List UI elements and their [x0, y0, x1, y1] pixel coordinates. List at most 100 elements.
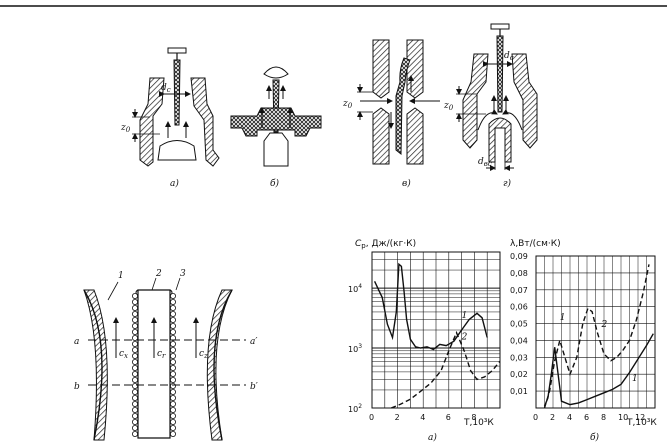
- chart-lambda-ytick: 0,08: [510, 269, 528, 278]
- chart-cp-xtick: 6: [446, 413, 451, 422]
- chart-lambda-ytick: 0,07: [510, 286, 528, 295]
- bubble: [169, 418, 176, 425]
- panel-g-nozzle: [456, 23, 538, 171]
- bubble: [169, 340, 176, 347]
- bubble: [169, 412, 176, 419]
- panel-g-d-label: dc: [504, 51, 514, 62]
- line-a2-label: a′: [250, 337, 257, 347]
- bubble: [131, 388, 138, 395]
- bubble: [169, 424, 176, 431]
- panel-g-z0-label: z0: [443, 101, 454, 112]
- chart-lambda-xlabel: T,10³К: [626, 418, 657, 428]
- chart-lambda-caption: б): [590, 432, 599, 443]
- panel-a-d-label: dc: [161, 83, 171, 94]
- bubble: [131, 352, 138, 359]
- bubble: [131, 310, 138, 317]
- chart-cp-xlabel: T,10³К: [463, 418, 494, 428]
- chart-lambda-series-label: 1: [632, 374, 638, 384]
- bubble: [131, 394, 138, 401]
- panel-v-electrodes: [357, 39, 440, 165]
- chart-lambda-ytick: 0,02: [510, 370, 528, 379]
- panel-b-nozzle: [230, 66, 322, 167]
- bubble-column-left: [131, 292, 138, 437]
- chart-lambda-xtick: 0: [533, 413, 538, 422]
- bubble: [131, 316, 138, 323]
- chart-lambda-ytick: 0,06: [510, 303, 528, 312]
- panel-a-z0-label: z0: [120, 123, 131, 134]
- bubble: [131, 400, 138, 407]
- chart-lambda-xtick: 12: [635, 413, 645, 422]
- bubble: [131, 418, 138, 425]
- chart-lambda-series-2: [543, 264, 650, 409]
- chart-lambda-ytick: 0,05: [510, 320, 528, 329]
- bubble: [169, 334, 176, 341]
- chart-cp-ytick: 102: [348, 403, 362, 414]
- bubble: [169, 328, 176, 335]
- bubble: [131, 376, 138, 383]
- bubble: [131, 304, 138, 311]
- bubble: [131, 406, 138, 413]
- panel-v-z0-label: z0: [342, 99, 353, 110]
- bubble: [169, 346, 176, 353]
- bubble: [169, 406, 176, 413]
- bubble: [131, 424, 138, 431]
- chart-cp-ytick: 103: [348, 343, 362, 354]
- cx-label: cx: [119, 349, 128, 360]
- bubble: [131, 340, 138, 347]
- bubble: [169, 304, 176, 311]
- bubble: [131, 412, 138, 419]
- chart-lambda-ytick: 0,09: [510, 252, 528, 261]
- panel-b-caption: б): [270, 178, 279, 189]
- arc-label-1: 1: [118, 271, 124, 281]
- arc-label-3: 3: [180, 269, 186, 279]
- bubble: [169, 298, 176, 305]
- chart-lambda-series-label: 2: [600, 320, 607, 330]
- bubble: [169, 352, 176, 359]
- panel-a-caption: а): [170, 178, 179, 189]
- bubble: [169, 292, 176, 299]
- chart-cp-series-2: [390, 330, 501, 409]
- line-b2-label: b′: [250, 382, 258, 392]
- arc-label-2: 2: [155, 269, 162, 279]
- bubble: [169, 382, 176, 389]
- cr-label: cr: [157, 349, 166, 360]
- line-b-label: b: [74, 382, 80, 392]
- chart-lambda-xtick: 6: [584, 413, 589, 422]
- chart-lambda-xtick: 8: [601, 413, 606, 422]
- chart-lambda-series-1: [543, 333, 654, 407]
- chart-lambda-ytick: 0,04: [510, 336, 528, 345]
- chart-cp-xtick: 2: [395, 413, 400, 422]
- chart-cp-series-label: 2: [461, 332, 468, 342]
- bubble: [131, 328, 138, 335]
- bubble: [169, 364, 176, 371]
- arc-column-diagram: [83, 277, 246, 441]
- chart-cp-xtick: 0: [369, 413, 374, 422]
- bubble: [131, 346, 138, 353]
- bubble: [169, 376, 176, 383]
- chart-lambda-xtick: 10: [618, 413, 628, 422]
- bubble: [131, 370, 138, 377]
- panel-g-caption: г): [503, 178, 512, 189]
- chart-cp-ytick: 104: [348, 283, 362, 294]
- chart-lambda-xtick: 4: [567, 413, 572, 422]
- chart-cp-series-label: 1: [462, 311, 468, 321]
- chart-cp-ylabel: Cp, Дж/(кг·К): [355, 239, 416, 250]
- bubble: [131, 322, 138, 329]
- bubble-column-right: [169, 292, 176, 437]
- bubble: [131, 334, 138, 341]
- bubble: [169, 430, 176, 437]
- bubble: [169, 310, 176, 317]
- bubble: [131, 364, 138, 371]
- chart-lambda-series-label: 1: [560, 313, 566, 323]
- panel-g-dbc-label: dвс: [478, 157, 492, 168]
- line-a-label: a: [74, 337, 79, 347]
- chart-cp-caption: а): [428, 432, 437, 443]
- panel-v-caption: в): [402, 178, 411, 189]
- bubble: [169, 388, 176, 395]
- bubble: [131, 292, 138, 299]
- chart-cp-xtick: 4: [420, 413, 425, 422]
- bubble: [131, 358, 138, 365]
- chart-cp-xtick: 8: [471, 413, 476, 422]
